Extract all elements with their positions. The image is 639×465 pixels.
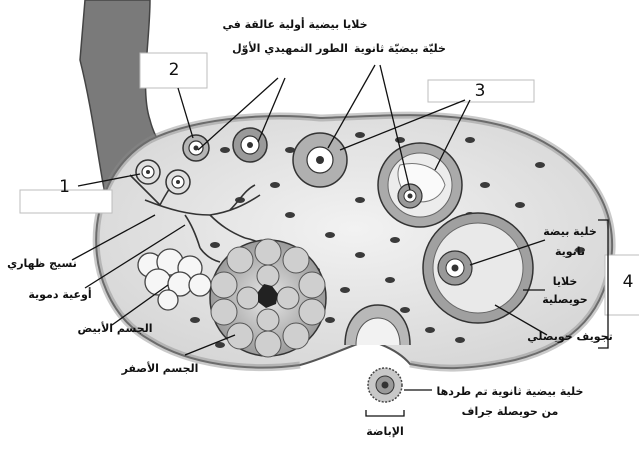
- label-primary-oocytes-line2: الطور التمهيدي الأوّل: [232, 41, 348, 55]
- ejected-oocyte: [368, 368, 402, 402]
- label-number-4: 4: [623, 272, 634, 292]
- corpus-luteum-shape: [210, 239, 326, 357]
- label-germinal-epithelium: نسيج ظهاري: [7, 257, 77, 270]
- label-primary-oocytes-line1: خلايا بيضية أولية عالقة في: [222, 17, 367, 31]
- label-follicle-cells-line2: حويصلية: [542, 293, 587, 306]
- label-secondary-oocyte-top: خليّة بيضيّة ثانوية: [354, 42, 446, 55]
- label-corpus-luteum: الجسم الأصفر: [121, 361, 199, 375]
- label-number-1: 1: [59, 177, 70, 197]
- label-ejected-oocyte-line1: خلية بيضية ثانوية تم طردها: [437, 385, 584, 398]
- label-ejected-oocyte-line2: من حويصلة جراف: [462, 405, 559, 418]
- graafian-follicle: [423, 213, 533, 323]
- label-ovulation: الإباضة: [366, 425, 404, 438]
- primordial-follicle-1: [136, 160, 160, 184]
- label-secondary-oocyte-right-line1: خلية بيضة: [543, 225, 597, 238]
- label-follicle-cells-line1: خلايا: [553, 275, 578, 288]
- label-secondary-oocyte-right-line2: ثانوية: [555, 245, 585, 258]
- label-corpus-albicans: الجسم الأبيض: [77, 321, 152, 335]
- primordial-follicle-2: [166, 170, 190, 194]
- secondary-follicle: [293, 133, 347, 187]
- primary-follicle-1: [183, 135, 209, 161]
- label-blood-vessels: أوعية دموية: [28, 287, 91, 301]
- tertiary-follicle: [378, 143, 462, 227]
- label-number-3: 3: [475, 81, 486, 101]
- label-follicular-cavity: تجويف حويصلي: [527, 330, 612, 343]
- label-number-2: 2: [169, 60, 180, 80]
